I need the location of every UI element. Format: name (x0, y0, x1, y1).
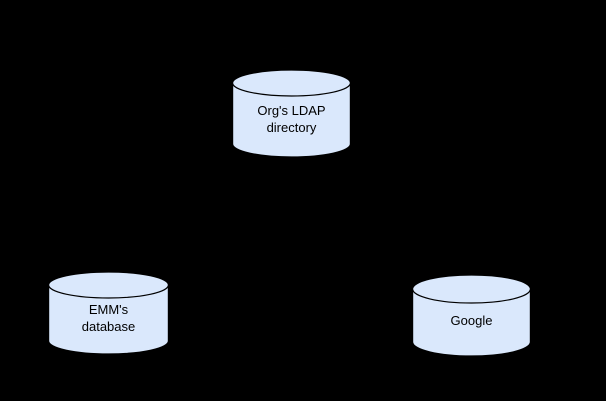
database-cylinder-icon (47, 271, 170, 355)
database-cylinder-icon (231, 69, 352, 158)
database-node-emm[interactable]: EMM's database (47, 271, 170, 355)
database-node-google[interactable]: Google (411, 274, 532, 357)
database-cylinder-icon (411, 274, 532, 357)
database-node-ldap[interactable]: Org's LDAP directory (231, 69, 352, 158)
